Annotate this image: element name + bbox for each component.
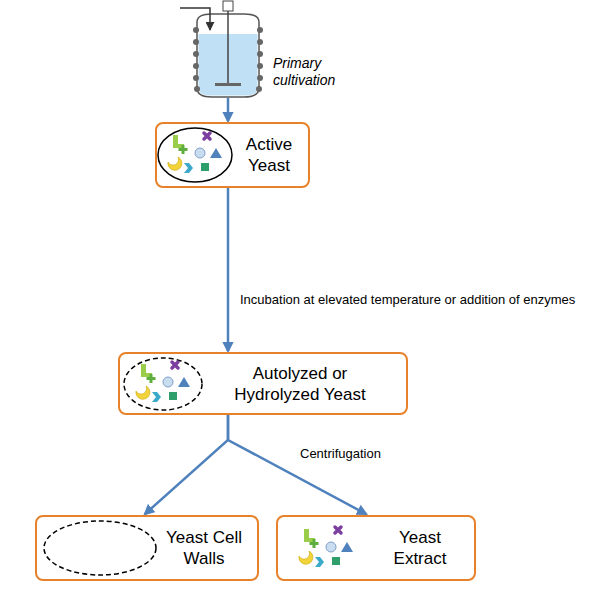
- product-box: Yeast Cell Walls: [35, 515, 259, 581]
- step-label: Centrifugation: [300, 446, 381, 462]
- process-box: Autolyzed or Hydrolyzed Yeast: [118, 352, 408, 415]
- flow-arrow: [227, 98, 230, 121]
- bioreactor: [180, 1, 263, 97]
- bioreactor-node: Primary cultivation: [193, 0, 263, 98]
- product-box: Yeast Extract: [276, 515, 476, 581]
- process-box: Active Yeast: [155, 122, 310, 188]
- extract-contents: [299, 527, 353, 567]
- box-label: Yeast Cell Walls: [162, 527, 246, 569]
- box-label: Autolyzed or Hydrolyzed Yeast: [220, 363, 380, 405]
- box-label: Yeast Extract: [378, 527, 462, 569]
- cell-contents: [136, 362, 190, 402]
- flow-arrow: [228, 415, 366, 514]
- cell-wall: [44, 521, 156, 575]
- flow-arrow: [145, 415, 228, 514]
- vessel-label: Primary cultivation: [273, 55, 363, 89]
- yeast-cell: [158, 128, 232, 182]
- box-label: Active Yeast: [241, 134, 297, 176]
- edge-label: Incubation at elevated temperature or ad…: [240, 292, 585, 308]
- cell-contents: [168, 133, 222, 173]
- lysed-cell: [124, 358, 202, 410]
- flow-arrow: [227, 188, 230, 351]
